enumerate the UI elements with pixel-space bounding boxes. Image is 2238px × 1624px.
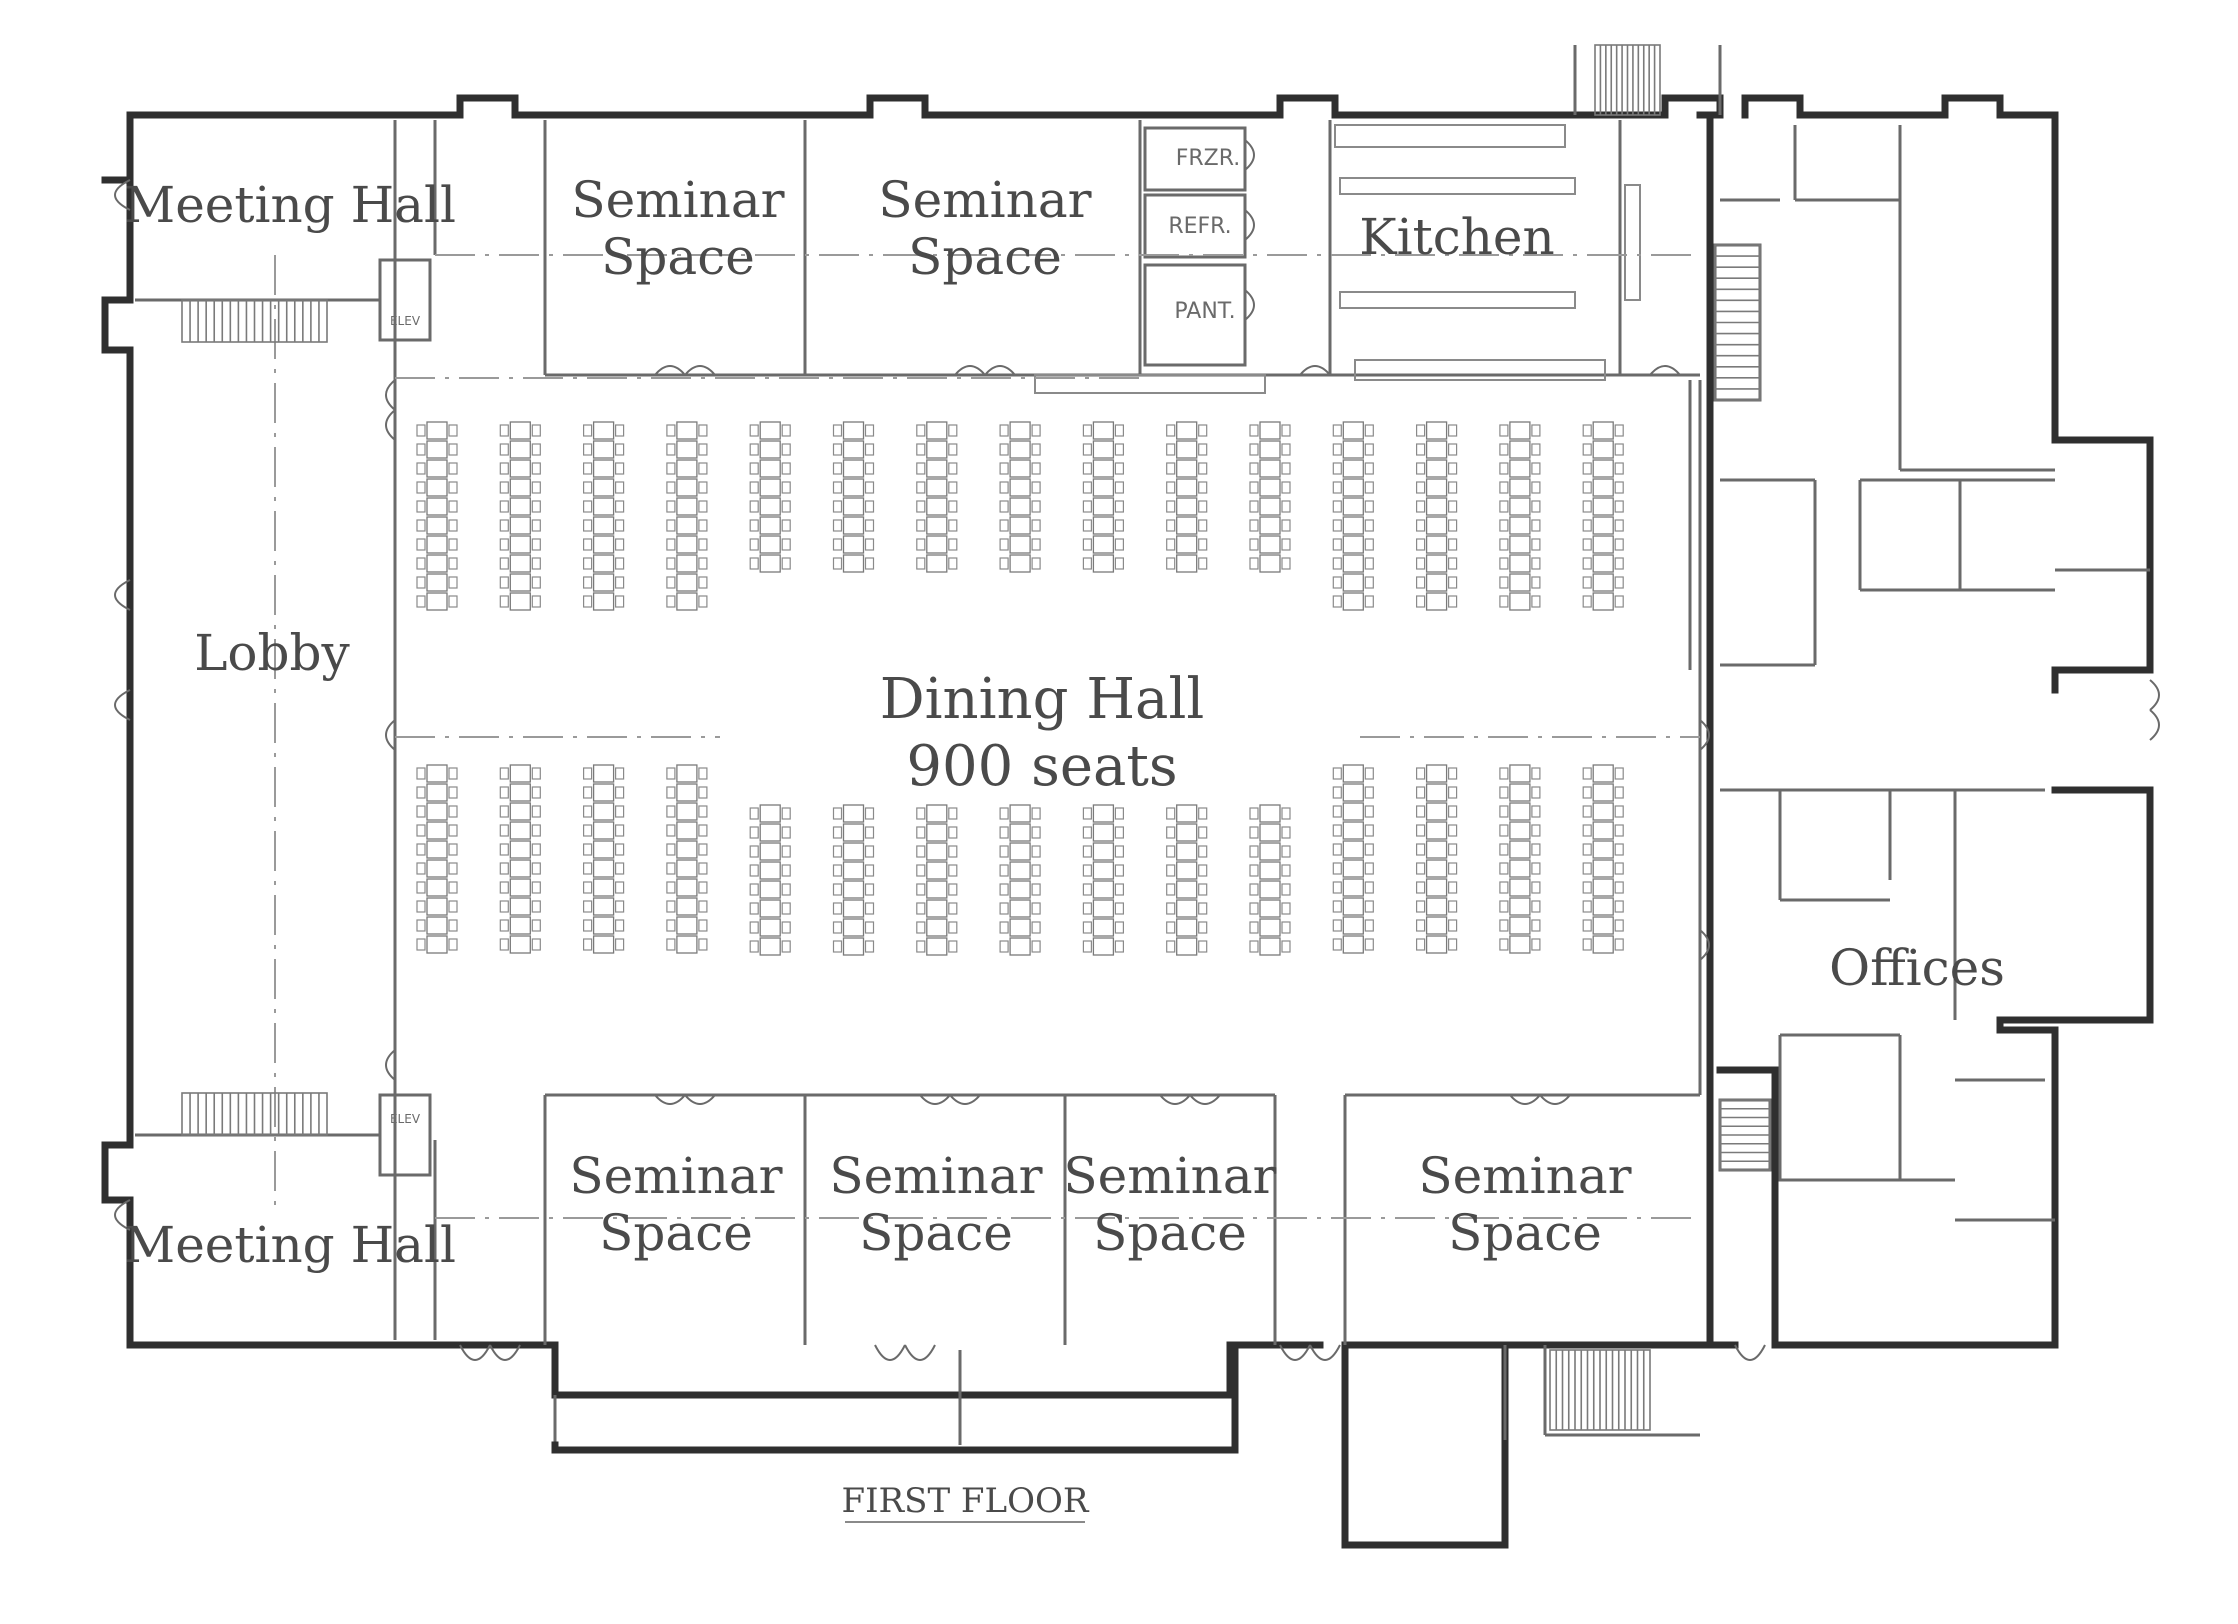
lobby-label: Lobby <box>194 624 350 682</box>
doors <box>114 139 2160 1361</box>
axis-lines <box>274 254 1700 1219</box>
seminar-s3-label-line2: Space <box>1093 1204 1247 1262</box>
seminar-s3-label-line1: Seminar <box>1063 1147 1276 1205</box>
seminar-n2-label-line1: Seminar <box>878 171 1091 229</box>
exterior-walls <box>101 94 2154 1549</box>
plan-title: FIRST FLOOR <box>842 1481 1090 1521</box>
seminar-n2-label-line2: Space <box>908 228 1062 286</box>
elevator-south-label: ELEV <box>390 1112 421 1126</box>
kitchen-label: Kitchen <box>1359 208 1554 266</box>
stairs <box>181 44 1771 1431</box>
seminar-s1-label-line2: Space <box>599 1204 753 1262</box>
seminar-s4-label-line2: Space <box>1448 1204 1602 1262</box>
refrigerator-label: REFR. <box>1168 214 1231 239</box>
seminar-s2-label-line1: Seminar <box>829 1147 1042 1205</box>
dining-capacity-label: 900 seats <box>906 734 1177 799</box>
meeting-hall-south-label: Meeting Hall <box>124 1216 456 1274</box>
seminar-n1-label-line1: Seminar <box>571 171 784 229</box>
seminar-s2-label-line2: Space <box>859 1204 1013 1262</box>
dining-hall-label: Dining Hall <box>880 667 1205 732</box>
seminar-n1-label-line2: Space <box>601 228 755 286</box>
elevator-north-label: ELEV <box>390 314 421 328</box>
seminar-s4-label-line1: Seminar <box>1418 1147 1631 1205</box>
meeting-hall-north-label: Meeting Hall <box>124 176 456 234</box>
freezer-label: FRZR. <box>1176 146 1241 171</box>
dining-tables <box>416 421 1624 956</box>
pantry-label: PANT. <box>1174 299 1235 324</box>
offices-label: Offices <box>1829 939 2005 997</box>
seminar-s1-label-line1: Seminar <box>569 1147 782 1205</box>
